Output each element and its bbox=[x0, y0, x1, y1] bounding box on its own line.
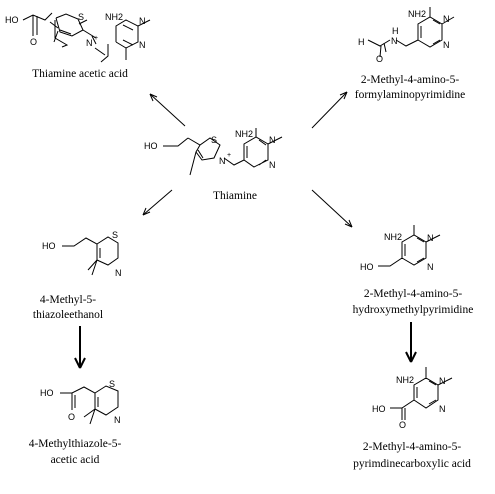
hydroxymethylpyrimidine-structure: NH2 N N HO bbox=[360, 225, 441, 272]
ring-nitrogen-label: N bbox=[219, 156, 226, 166]
formylaminopyrimidine-caption-line2: formylaminopyrimidine bbox=[355, 89, 466, 101]
sulfur-label: S bbox=[112, 230, 118, 240]
hydroxyl-label: HO bbox=[372, 404, 386, 414]
methylthiazole-acetic-caption-line1: 4-Methylthiazole-5- bbox=[29, 438, 122, 450]
ring-nitrogen-label: N bbox=[115, 268, 122, 278]
sulfur-label: S bbox=[109, 379, 115, 389]
sulfur-label: S bbox=[78, 12, 84, 22]
pyrimidine-nitrogen-2-label: N bbox=[269, 160, 276, 170]
thiamine-acetic-acid-caption: Thiamine acetic acid bbox=[32, 68, 128, 80]
ring-nitrogen-label: N bbox=[86, 38, 93, 48]
formylaminopyrimidine-caption-line1: 2-Methyl-4-amino-5- bbox=[361, 74, 460, 86]
amino-label: NH2 bbox=[384, 232, 402, 242]
amino-label: NH2 bbox=[105, 12, 123, 22]
arrow-to-formylaminopyrimidine bbox=[311, 91, 348, 129]
arrow-to-pyrimidinecarboxylic-acid bbox=[405, 322, 417, 363]
amide-nitrogen-label: N bbox=[391, 36, 398, 46]
pyrimidinecarboxylic-caption-line1: 2-Methyl-4-amino-5- bbox=[363, 441, 462, 453]
pyrimidine-nitrogen-2-label: N bbox=[439, 404, 446, 414]
pyrimidinecarboxylic-caption-line2: pyrimdinecarboxylic acid bbox=[353, 458, 471, 470]
methylthiazole-acetic-caption-line2: acetic acid bbox=[51, 454, 100, 466]
amino-label: NH2 bbox=[396, 375, 414, 385]
pyrimidine-nitrogen-1-label: N bbox=[439, 376, 446, 386]
amino-label: NH2 bbox=[235, 129, 253, 139]
carbonyl-oxygen-label: O bbox=[399, 420, 406, 430]
thiamine-structure: HO S N + NH2 N N bbox=[144, 128, 283, 176]
arrow-to-methylthiazole-acetic-acid bbox=[74, 326, 86, 369]
amino-label: NH2 bbox=[408, 9, 426, 19]
hydroxyl-label: HO bbox=[40, 388, 54, 398]
arrow-to-thiamine-acetic-acid bbox=[149, 93, 186, 127]
hydroxyl-label: HO bbox=[144, 141, 158, 151]
pyrimidine-nitrogen-2-label: N bbox=[139, 40, 146, 50]
formylaminopyrimidine-structure: NH2 N N N H H O bbox=[358, 7, 455, 64]
thiamine-caption: Thiamine bbox=[213, 190, 257, 202]
pyrimidine-nitrogen-1-label: N bbox=[139, 16, 146, 26]
ring-nitrogen-label: N bbox=[114, 415, 121, 425]
methylthiazole-acetic-acid-structure: HO O S N bbox=[40, 379, 121, 425]
reaction-arrows bbox=[74, 91, 417, 369]
carbonyl-oxygen-label: O bbox=[68, 412, 75, 422]
arrow-to-methylthiazoleethanol bbox=[142, 189, 173, 216]
methylthiazoleethanol-caption-line1: 4-Methyl-5- bbox=[40, 294, 96, 306]
amide-hydrogen-label: H bbox=[392, 26, 399, 36]
positive-charge-label: + bbox=[227, 152, 231, 159]
hydroxyl-label: HO bbox=[5, 15, 19, 25]
formyl-hydrogen-label: H bbox=[358, 37, 365, 47]
hydroxymethylpyrimidine-caption-line2: hydroxymethylpyrimidine bbox=[353, 304, 474, 316]
positive-charge-label: + bbox=[94, 35, 98, 42]
hydroxyl-label: HO bbox=[360, 262, 374, 272]
hydroxymethylpyrimidine-caption-line1: 2-Methyl-4-amino-5- bbox=[364, 288, 463, 300]
thiamine-acetic-acid-structure: HO O S N + NH2 N N bbox=[5, 12, 151, 63]
pyrimidine-nitrogen-2-label: N bbox=[427, 262, 434, 272]
pyrimidine-nitrogen-1-label: N bbox=[427, 233, 434, 243]
hydroxyl-label: HO bbox=[42, 241, 56, 251]
pyrimidinecarboxylic-acid-structure: NH2 N N HO O bbox=[372, 367, 453, 430]
arrow-to-hydroxymethylpyrimidine bbox=[311, 189, 353, 228]
sulfur-label: S bbox=[211, 135, 217, 145]
pyrimidine-nitrogen-1-label: N bbox=[269, 135, 276, 145]
pyrimidine-nitrogen-1-label: N bbox=[443, 14, 450, 24]
carbonyl-oxygen-label: O bbox=[30, 37, 37, 47]
formyl-oxygen-label: O bbox=[376, 54, 383, 64]
pyrimidine-nitrogen-2-label: N bbox=[443, 40, 450, 50]
methylthiazoleethanol-caption-line2: thiazoleethanol bbox=[33, 309, 103, 321]
methylthiazoleethanol-structure: HO S N bbox=[42, 230, 122, 278]
